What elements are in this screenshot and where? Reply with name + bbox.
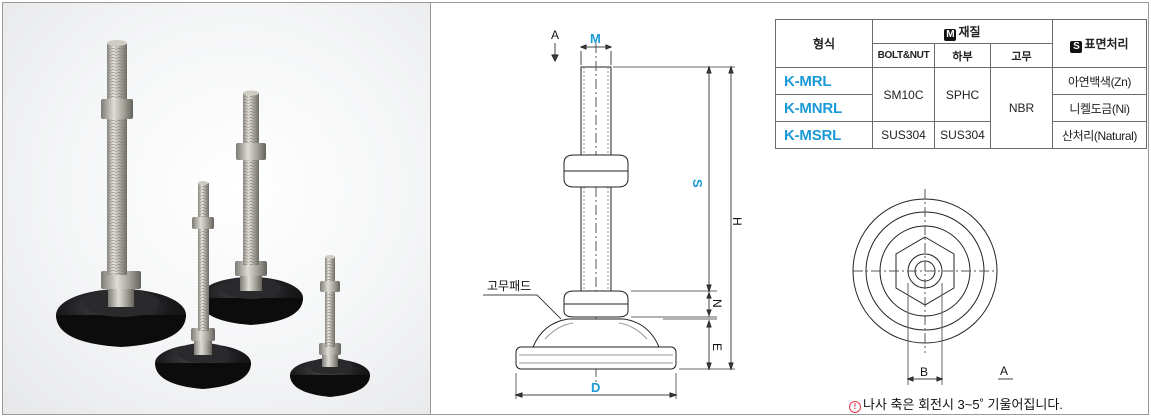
header-model: 형식 bbox=[775, 19, 873, 68]
header-rubber: 고무 bbox=[990, 43, 1053, 68]
label-d: D bbox=[591, 380, 600, 395]
model-cell: K-MNRL bbox=[775, 94, 873, 122]
label-m: M bbox=[590, 31, 601, 46]
leveling-foot-large bbox=[56, 40, 186, 347]
surface-cell: 산처리(Natural) bbox=[1052, 121, 1147, 149]
leveling-foot-medium bbox=[155, 181, 251, 389]
leveling-foot-small bbox=[290, 255, 370, 397]
table-row: K-MRL SM10C SPHC NBR 아연백색(Zn) bbox=[775, 67, 1147, 149]
lower-material-cell: SPHC bbox=[934, 67, 991, 122]
model-cell: K-MRL bbox=[775, 67, 873, 95]
bolt-material-cell: SUS304 bbox=[872, 121, 935, 149]
leveling-foot-tall bbox=[199, 90, 303, 325]
label-a-bottom: A bbox=[1000, 364, 1008, 378]
top-view bbox=[852, 189, 1013, 385]
bolt-material-cell: SM10C bbox=[872, 67, 935, 122]
header-bolt-nut: BOLT&NUT bbox=[872, 43, 935, 68]
product-photo bbox=[3, 3, 431, 414]
label-n: N bbox=[710, 299, 724, 308]
rubber-pad-base bbox=[515, 346, 677, 370]
tilt-note-text: 나사 축은 회전시 3~5˚ 기울어집니다. bbox=[863, 397, 1063, 412]
table-row: K-MSRL SUS304 SUS304 산처리(Natural) bbox=[775, 121, 1147, 149]
warning-icon: ! bbox=[849, 401, 861, 413]
lower-hex-nut bbox=[563, 290, 629, 318]
label-s: S bbox=[690, 179, 705, 188]
base-dome bbox=[532, 318, 660, 348]
label-e: E bbox=[710, 343, 724, 351]
surface-mark-icon: S bbox=[1070, 40, 1083, 53]
leveling-feet-illustration bbox=[56, 40, 370, 397]
material-mark-icon: M bbox=[944, 28, 957, 41]
tilt-note: !나사 축은 회전시 3~5˚ 기울어집니다. bbox=[849, 394, 1063, 413]
label-b: B bbox=[920, 365, 928, 379]
header-lower: 하부 bbox=[934, 43, 991, 68]
surface-cell: 니켈도금(Ni) bbox=[1052, 94, 1147, 122]
technical-drawing: A M S H N E D 고무패드 B A bbox=[483, 28, 1013, 399]
upper-hex-nut bbox=[563, 154, 629, 188]
lower-material-cell: SUS304 bbox=[934, 121, 991, 149]
label-rubber-pad: 고무패드 bbox=[487, 279, 531, 293]
surface-cell: 아연백색(Zn) bbox=[1052, 67, 1147, 95]
model-cell: K-MSRL bbox=[775, 121, 873, 149]
label-h: H bbox=[730, 217, 744, 226]
table-row: K-MNRL 니켈도금(Ni) bbox=[775, 94, 1147, 122]
label-a-top: A bbox=[551, 28, 559, 42]
rubber-material-cell: NBR bbox=[990, 67, 1053, 149]
